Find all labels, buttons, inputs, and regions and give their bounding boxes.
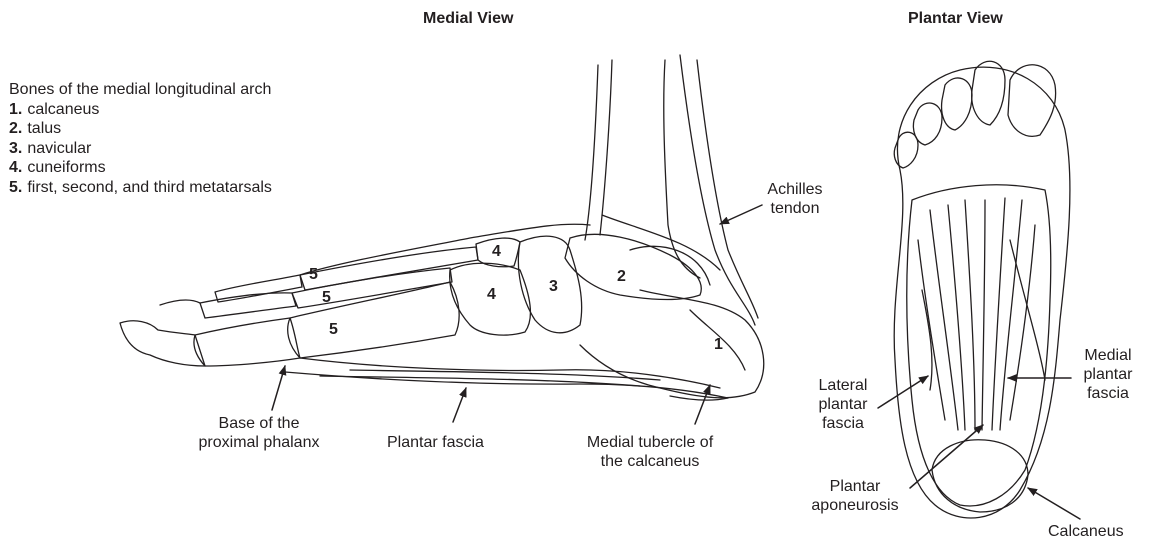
bone-number-4-lower: 4 — [487, 285, 496, 304]
proximal-phalanx-label: Base of the proximal phalanx — [174, 414, 344, 452]
label-line: fascia — [1073, 384, 1143, 403]
label-line: Medial tubercle of — [560, 433, 740, 452]
lateral-plantar-fascia-label: Lateral plantar fascia — [808, 376, 878, 433]
label-line: tendon — [760, 199, 830, 218]
plantar-fascia-band — [285, 358, 728, 398]
achilles-tendon-label: Achilles tendon — [760, 180, 830, 218]
label-line: plantar — [1073, 365, 1143, 384]
bone-number-2: 2 — [617, 267, 626, 286]
bone-number-5-top: 5 — [309, 265, 318, 284]
fascia-strands — [918, 198, 1045, 430]
label-line: Achilles — [760, 180, 830, 199]
label-line: plantar — [808, 395, 878, 414]
medial-plantar-fascia-label: Medial plantar fascia — [1073, 346, 1143, 403]
heel-pad — [932, 440, 1028, 512]
phalanx-bones — [120, 275, 302, 366]
calcaneus-bone — [580, 290, 764, 398]
label-line: Lateral — [808, 376, 878, 395]
toes — [894, 61, 1055, 168]
medial-tubercle-label: Medial tubercle of the calcaneus — [560, 433, 740, 471]
label-line: the calcaneus — [560, 452, 740, 471]
bone-number-4-upper: 4 — [492, 242, 501, 261]
label-line: Base of the — [174, 414, 344, 433]
label-line: Plantar — [805, 477, 905, 496]
bone-number-3: 3 — [549, 277, 558, 296]
label-line: fascia — [808, 414, 878, 433]
leg-outline — [585, 55, 758, 325]
metatarsal-bones — [288, 247, 478, 358]
calcaneus-label: Calcaneus — [1048, 522, 1124, 541]
foot-outline — [300, 224, 728, 400]
label-line: proximal phalanx — [174, 433, 344, 452]
bone-number-5-middle: 5 — [322, 288, 331, 307]
label-line: aponeurosis — [805, 496, 905, 515]
plantar-aponeurosis-label: Plantar aponeurosis — [805, 477, 905, 515]
plantar-fascia-label: Plantar fascia — [387, 433, 484, 452]
bone-number-1: 1 — [714, 335, 723, 354]
sole-outline — [894, 67, 1070, 518]
bone-number-5-bottom: 5 — [329, 320, 338, 339]
label-line: Medial — [1073, 346, 1143, 365]
